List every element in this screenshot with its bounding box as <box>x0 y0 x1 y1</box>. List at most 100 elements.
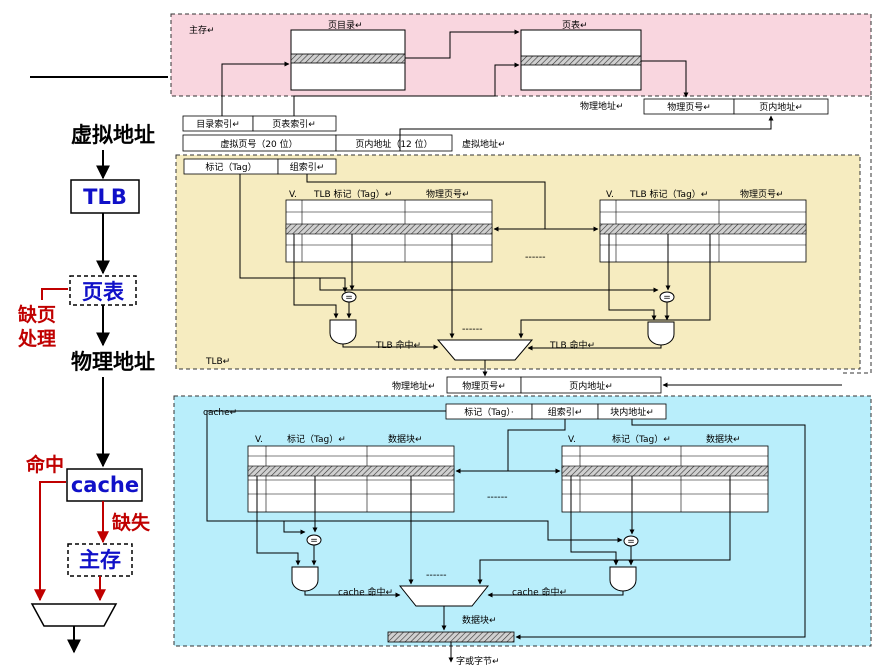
dir-entry-to-page-table <box>405 29 520 59</box>
tlb-w1-and-to-hit <box>342 344 439 350</box>
cache-w2-data-header: 数据块↵ <box>706 433 741 445</box>
cache-hit-label-right: cache 命中↵ <box>512 586 567 598</box>
cache-w1-valid-to-and <box>256 476 301 566</box>
cache-region-label: cache↵ <box>203 408 237 418</box>
tlb-hit-label-right: TLB 命中↵ <box>549 339 595 351</box>
cache-tag-to-cmp <box>206 410 446 535</box>
vpn-field-label: 虚拟页号（20 位） <box>220 138 297 150</box>
cache-hit-label-left: cache 命中↵ <box>338 586 393 598</box>
tlb-w2-valid-to-and <box>608 234 657 321</box>
dir-index-to-dir <box>221 61 290 116</box>
pa-label-top: 物理地址↵ <box>580 100 624 112</box>
miss-label: 缺失 <box>112 511 151 534</box>
pa-label-mid: 物理地址↵ <box>392 380 436 392</box>
cache-w1-tag-header: 标记（Tag）↵ <box>287 433 346 445</box>
cache-mux-ellipsis: ------ <box>426 570 447 581</box>
tlb-region-label: TLB↵ <box>205 357 230 367</box>
page-table-box-label: 页表 <box>82 280 125 304</box>
page-fault-label-2: 处理 <box>17 327 56 350</box>
cache-index-line <box>507 419 566 471</box>
cache-w2-comparator-symbol: = <box>627 537 635 547</box>
page-fault-label-1: 缺页 <box>18 303 56 326</box>
main-memory-right-border <box>842 96 872 374</box>
cache-w1-comparator-symbol: = <box>310 536 318 546</box>
tlb-w2-and-to-hit <box>527 345 662 351</box>
tlb-tag-to-cmp2 <box>240 277 659 293</box>
cache-set-index-field-label: 组索引↵ <box>548 406 583 418</box>
tlb-section: 标记（Tag） 组索引↵ V. TLB 标记（Tag）↵ 物理页号↵ V. TL… <box>183 158 807 377</box>
va-offset-field <box>335 134 453 152</box>
physical-address-label: 物理地址 <box>71 350 155 374</box>
tlb-tag-field-label: 标记（Tag） <box>205 161 256 173</box>
cache-way-ellipsis: ------ <box>487 492 508 503</box>
virtual-address-label: 虚拟地址 <box>71 123 155 147</box>
cache-block-offset-field-label: 块内地址↵ <box>610 406 654 418</box>
cache-w1-selected-row <box>247 465 455 477</box>
virtual-address-fields: 目录索引↵ 页表索引↵ 虚拟页号（20 位） 页内地址（12 位） 虚拟地址↵ <box>182 115 774 152</box>
pa-ppn-field-label: 物理页号↵ <box>462 380 506 392</box>
cache-w1-and-gate <box>291 566 319 592</box>
data-block-label: 数据块↵ <box>462 614 497 626</box>
tlb-w1-selected-row <box>285 223 493 235</box>
tlb-set-index-field-label: 组索引↵ <box>290 161 325 173</box>
block-offset-to-select <box>515 419 806 640</box>
word-or-byte-label: 字或字节↵ <box>456 655 500 667</box>
page-walk: 主存↵ 页目录↵ 页表↵ 物理地址↵ 物理页号↵ 页内地址↵ <box>189 19 829 116</box>
cache-mux <box>398 585 490 607</box>
ppn-field-top-label: 物理页号↵ <box>667 101 711 113</box>
page-table-entry <box>520 55 642 66</box>
table-index-field-label: 页表索引↵ <box>272 118 316 130</box>
hit-label: 命中 <box>26 453 64 476</box>
tlb-box-label: TLB <box>83 185 127 209</box>
page-fault-bracket <box>41 288 68 300</box>
offset-field-top-label: 页内地址↵ <box>759 101 803 113</box>
cache-w2-valid-to-and <box>570 476 619 566</box>
table-entry-to-ppn <box>641 60 689 98</box>
tlb-w2-selected-row <box>599 223 807 235</box>
cache-way1 <box>247 445 455 513</box>
offset-field-top <box>733 98 829 115</box>
table-index-to-table <box>293 62 520 116</box>
tlb-way-ellipsis: ------ <box>525 252 546 263</box>
main-memory-box-label: 主存 <box>79 548 121 572</box>
tlb-index-line <box>306 174 546 229</box>
page-table-label: 页表↵ <box>562 19 588 31</box>
tlb-mux <box>436 339 534 361</box>
cache-section: cache↵ 标记（Tag）· 组索引↵ 块内地址↵ V. 标记（Tag）↵ 数… <box>203 403 806 667</box>
tlb-w2-ppn-to-mux <box>518 234 711 339</box>
result-mux <box>30 603 118 627</box>
pa-offset-field-label: 页内地址↵ <box>569 380 613 392</box>
tlb-w1-ppn-header: 物理页号↵ <box>426 188 470 200</box>
tlb-hit-label-left: TLB 命中↵ <box>375 339 421 351</box>
cache-w2-tag-header: 标记（Tag）↵ <box>612 433 671 445</box>
cache-tag-field-label: 标记（Tag）· <box>464 406 514 418</box>
cache-w2-selected-row <box>561 465 769 477</box>
tlb-w1-and-gate <box>329 319 357 345</box>
left-flow: 虚拟地址 TLB 页表 缺页 处理 物理地址 命中 cache 缺失 主存 <box>17 76 168 654</box>
tlb-w1-valid-header: V. <box>289 190 297 200</box>
va-offset-field-label: 页内地址（12 位） <box>355 138 432 150</box>
cache-w1-data-header: 数据块↵ <box>388 433 423 445</box>
tlb-w1-valid-to-and <box>293 234 339 319</box>
tlb-w2-valid-header: V. <box>606 190 614 200</box>
physical-address-fields: 物理地址↵ 物理页号↵ 页内地址↵ <box>392 376 842 394</box>
cache-way2 <box>561 445 769 513</box>
tlb-w2-comparator-symbol: = <box>663 293 671 303</box>
cache-w2-data-to-mux <box>477 476 731 585</box>
cache-tag-to-cmp2 <box>284 520 623 543</box>
page-directory-label: 页目录↵ <box>328 20 363 31</box>
cache-w2-and-to-hit <box>487 591 624 598</box>
cache-w2-valid-header: V. <box>568 435 576 445</box>
pa-offset-field <box>520 376 662 394</box>
tlb-w2-tag-header: TLB 标记（Tag）↵ <box>629 188 708 200</box>
cache-w1-and-to-hit <box>304 591 401 598</box>
page-directory-entry <box>290 53 406 64</box>
cache-box-label: cache <box>71 473 139 497</box>
cache-box <box>66 468 143 502</box>
table-index-field <box>252 115 337 132</box>
cache-w1-valid-header: V. <box>255 435 263 445</box>
hit-path <box>34 481 66 602</box>
tlb-box <box>70 179 140 214</box>
dir-index-field-label: 目录索引↵ <box>196 118 240 130</box>
